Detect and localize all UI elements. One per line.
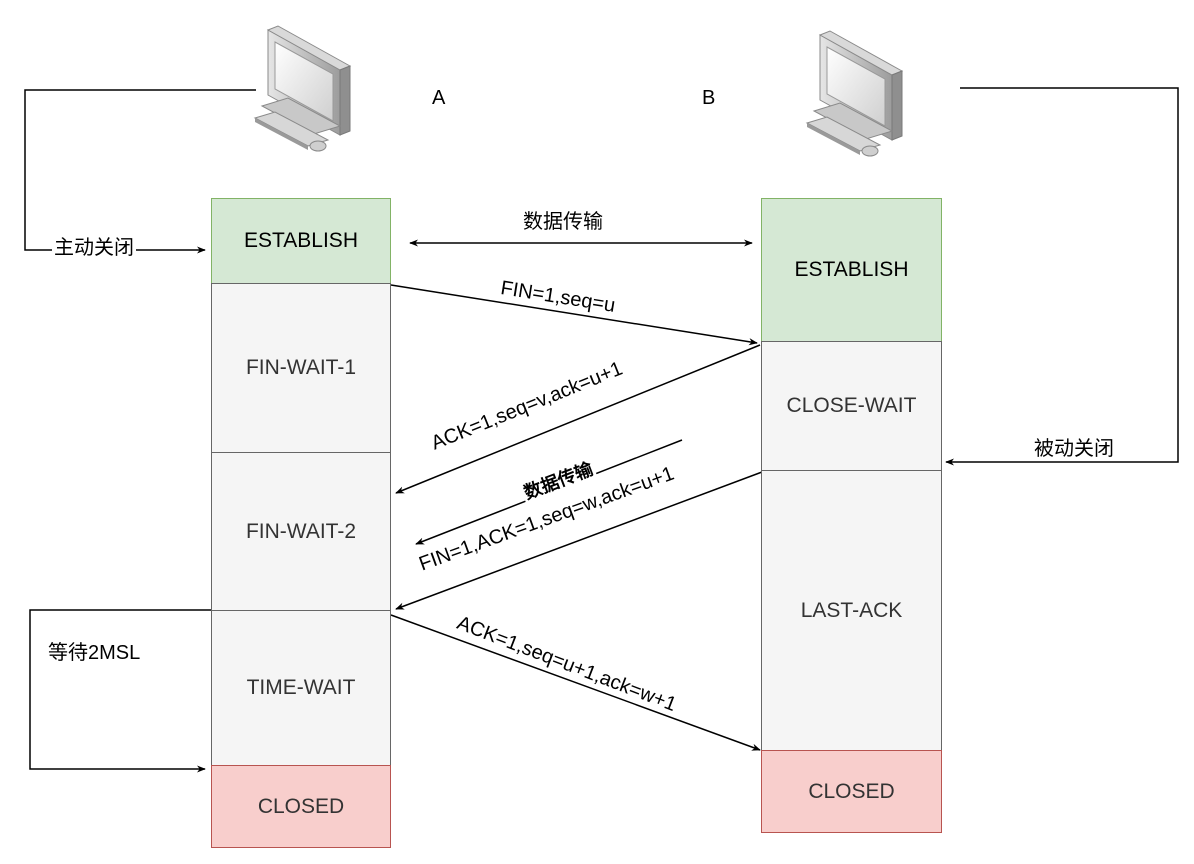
state-a-fin-wait-2: FIN-WAIT-2 <box>211 452 391 611</box>
state-a-closed: CLOSED <box>211 765 391 848</box>
ack-arrow <box>395 344 761 494</box>
computer-b-icon <box>805 30 904 157</box>
host-b-label: B <box>702 87 716 109</box>
state-a-time-wait: TIME-WAIT <box>211 610 391 766</box>
passive-close-connector <box>945 87 1179 466</box>
active-close-label: 主动关闭 <box>52 231 136 260</box>
state-b-closed: CLOSED <box>761 750 942 833</box>
host-a-label: A <box>432 87 446 109</box>
state-a-fin-wait-1: FIN-WAIT-1 <box>211 283 391 453</box>
computer-a-icon <box>253 25 352 152</box>
fin-ack-arrow <box>395 471 763 610</box>
wait-2msl-connector <box>29 609 220 773</box>
state-b-last-ack: LAST-ACK <box>761 470 942 751</box>
data-transfer-label: 数据传输 <box>523 211 603 233</box>
fin-arrow <box>390 284 758 346</box>
state-b-close-wait: CLOSE-WAIT <box>761 341 942 471</box>
wait-2msl-label: 等待2MSL <box>48 642 141 664</box>
final-ack-arrow <box>390 614 761 751</box>
state-a-establish: ESTABLISH <box>211 198 391 284</box>
state-b-establish: ESTABLISH <box>761 198 942 342</box>
passive-close-label: 被动关闭 <box>1034 438 1114 460</box>
